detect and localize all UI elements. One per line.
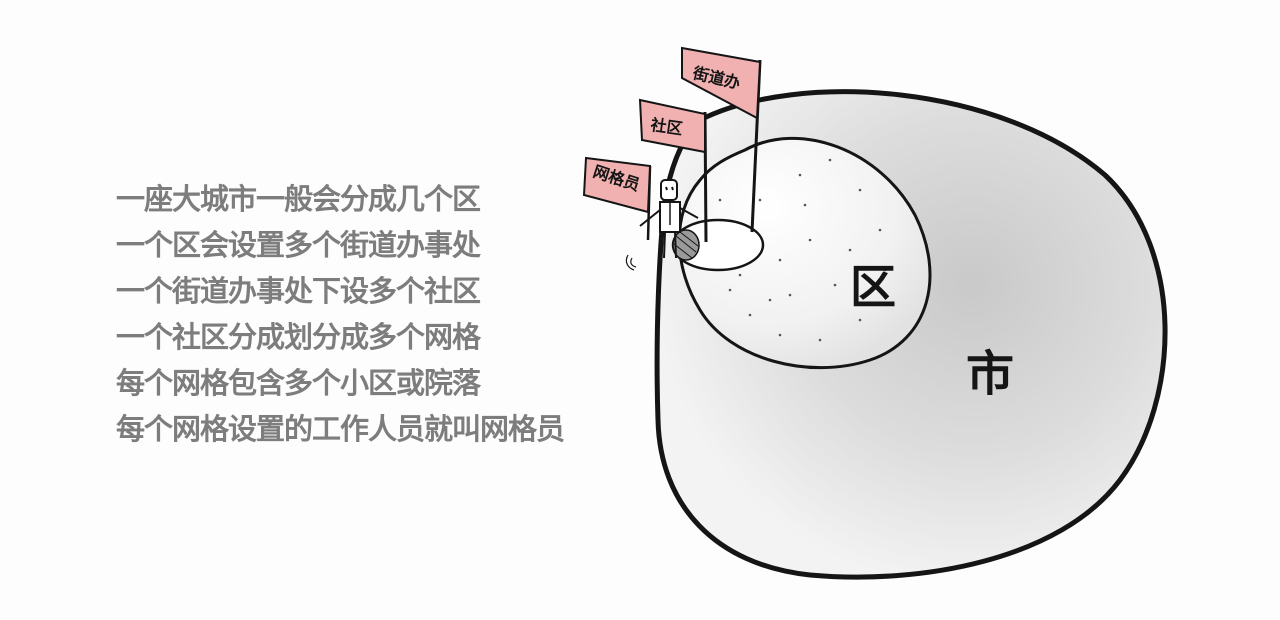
grid-member-figure	[625, 179, 699, 271]
flag-community: 社区	[638, 98, 708, 243]
district-label: 区	[850, 260, 896, 314]
grid-patch	[672, 229, 700, 261]
description-text: 一座大城市一般会分成几个区 一个区会设置多个街道办事处 一个街道办事处下设多个社…	[116, 176, 636, 452]
description-line: 一个街道办事处下设多个社区	[116, 274, 481, 308]
flag-street-office: 街道办	[681, 46, 762, 233]
flag-label-community: 社区	[648, 115, 683, 138]
description-line: 一个区会设置多个街道办事处	[116, 228, 481, 262]
flag-grid-member: 网格员	[582, 156, 652, 241]
description-line: 每个网格设置的工作人员就叫网格员	[116, 412, 565, 446]
flag-cloth	[638, 98, 706, 154]
district-region	[677, 136, 932, 370]
city-label: 市	[966, 346, 1014, 402]
description-line: 一座大城市一般会分成几个区	[116, 182, 481, 216]
flag-cloth	[582, 156, 652, 214]
flag-cloth	[681, 46, 762, 120]
description-line: 每个网格包含多个小区或院落	[116, 366, 481, 400]
description-line: 一个社区分成划分成多个网格	[116, 320, 481, 354]
